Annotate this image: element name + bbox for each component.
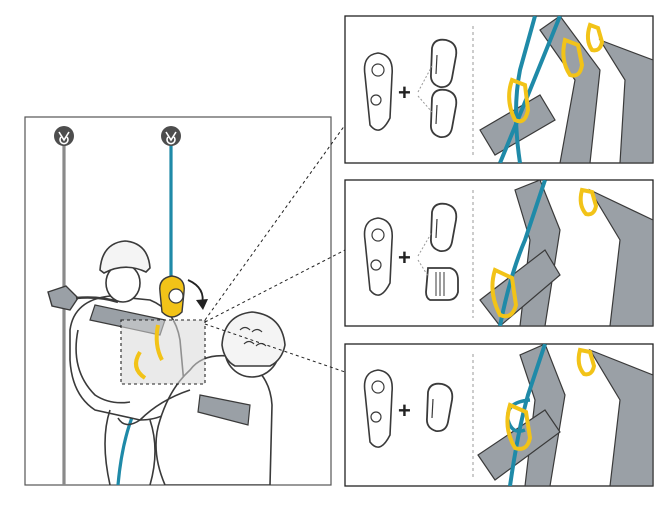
descender-device bbox=[134, 275, 185, 380]
rescuer bbox=[117, 311, 286, 485]
rescued-climber-helmet bbox=[99, 240, 151, 274]
connector bbox=[576, 347, 597, 377]
option-1-detail bbox=[479, 16, 653, 163]
leader-line-1 bbox=[204, 124, 346, 321]
harness-webbing bbox=[479, 249, 561, 326]
anchor-right bbox=[161, 126, 181, 146]
anchor-symbol bbox=[165, 131, 177, 145]
rescued-climber-arm bbox=[75, 329, 131, 404]
descender-rope bbox=[498, 16, 562, 163]
main-scene bbox=[24, 116, 332, 486]
connector bbox=[578, 187, 599, 217]
connector-guide bbox=[417, 95, 433, 113]
anchor-ring-icon bbox=[161, 126, 181, 146]
carabiner-shape bbox=[426, 382, 454, 432]
connector-guide bbox=[417, 65, 433, 93]
anchor-ring-icon bbox=[54, 126, 74, 146]
descender-rope bbox=[514, 16, 537, 163]
connector-guide bbox=[417, 231, 433, 257]
descender-handle bbox=[168, 288, 184, 304]
connector bbox=[490, 267, 519, 319]
connector bbox=[505, 402, 533, 451]
detail-highlight-box bbox=[121, 320, 205, 384]
connector bbox=[585, 22, 605, 53]
descender-bolt bbox=[370, 411, 382, 423]
harness-webbing bbox=[598, 38, 653, 163]
connector bbox=[561, 37, 585, 78]
carabiner-gate bbox=[435, 104, 438, 125]
plus-icon: + bbox=[398, 398, 411, 423]
carabiner-gate bbox=[435, 54, 438, 75]
descender-device-icon bbox=[363, 52, 394, 131]
carabiner-icon bbox=[430, 202, 458, 252]
detail-highlight-outline bbox=[120, 319, 206, 385]
leader-line-2 bbox=[204, 249, 346, 323]
carabiner-shape bbox=[430, 202, 458, 252]
option-panel-3: + bbox=[344, 343, 654, 487]
rescuer-helmet bbox=[221, 311, 286, 367]
carabiner-main-1 bbox=[154, 324, 164, 361]
plus-icon: + bbox=[398, 245, 411, 270]
descender-pulley bbox=[371, 380, 385, 394]
option-2-detail bbox=[479, 180, 653, 326]
connector bbox=[507, 77, 531, 124]
harness-webbing bbox=[477, 409, 561, 481]
rescuer-helmet-vents bbox=[239, 326, 267, 347]
rotation-arrow-head bbox=[196, 299, 208, 310]
maillon-shape bbox=[425, 267, 459, 301]
descender-pulley bbox=[371, 228, 385, 242]
descender-device-icon bbox=[363, 369, 394, 448]
carabiner-icon bbox=[430, 38, 458, 88]
carabiner-gate bbox=[431, 398, 434, 419]
rescuer-harness bbox=[197, 394, 251, 426]
descender-bolt bbox=[370, 94, 382, 106]
connector-guide bbox=[417, 259, 429, 277]
carabiner-shape bbox=[430, 38, 458, 88]
rescuer-arm bbox=[117, 389, 191, 426]
anchor-left bbox=[54, 126, 74, 146]
rope-clamp bbox=[47, 285, 79, 311]
option-panel-2: + bbox=[344, 179, 654, 327]
descender-device-icon bbox=[363, 217, 394, 296]
descender-icon bbox=[363, 52, 394, 131]
carabiner-main-2 bbox=[134, 350, 147, 380]
rescued-climber-leg bbox=[104, 409, 156, 485]
descender-icon bbox=[363, 217, 394, 296]
lanyard bbox=[75, 296, 119, 304]
carabiner-gate bbox=[435, 218, 438, 239]
plus-icon: + bbox=[398, 80, 411, 105]
carabiner-icon bbox=[430, 88, 458, 138]
harness-webbing bbox=[588, 188, 653, 326]
option-3-detail bbox=[477, 344, 653, 486]
carabiner-shape bbox=[430, 88, 458, 138]
delta-maillon-icon bbox=[425, 267, 459, 301]
harness-webbing bbox=[539, 16, 601, 163]
option-panel-1: + bbox=[344, 15, 654, 164]
leader-line-3 bbox=[204, 323, 346, 373]
descender-icon bbox=[363, 369, 394, 448]
harness-webbing bbox=[588, 348, 653, 486]
carabiner-icon bbox=[426, 382, 454, 432]
descender-bolt bbox=[370, 259, 382, 271]
leader-lines bbox=[204, 124, 346, 373]
anchor-symbol bbox=[58, 131, 70, 145]
descender-pulley bbox=[371, 63, 385, 77]
